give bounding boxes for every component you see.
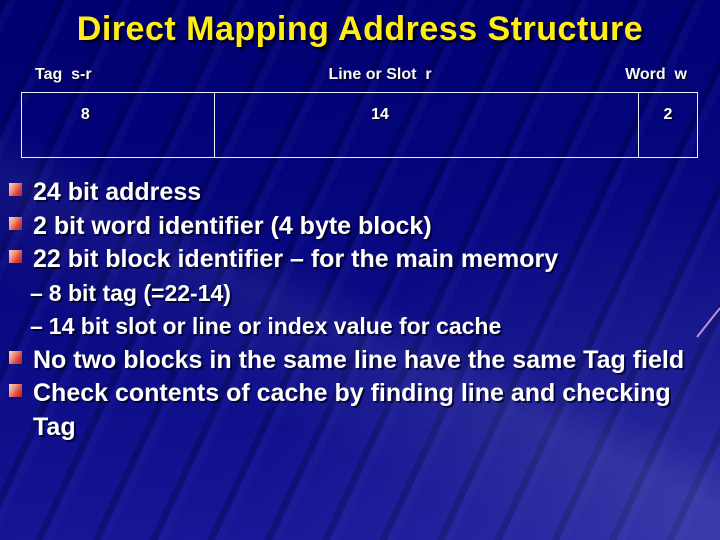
list-item: 24 bit address [0,176,710,210]
sub-list-item: –8 bit tag (=22-14) [0,277,710,311]
tag-field-cell: 8 [22,93,214,157]
dash-marker: – [30,313,43,339]
list-item-text: 24 bit address [33,178,202,206]
line-bits-value: 14 [371,106,389,123]
bullet-square-icon [9,216,22,230]
word-field-label: Word w [625,66,687,83]
line-field-cell: 14 [214,93,638,157]
word-bits-value: 2 [663,106,673,123]
tag-bits-value: 8 [80,106,90,123]
line-field-label: Line or Slot r [328,66,432,83]
word-field-cell: 2 [638,93,697,157]
diagonal-accent-line [696,307,720,338]
list-item: 22 bit block identifier – for the main m… [0,243,710,277]
bullet-square-icon [9,183,22,196]
sub-list-item-text: 14 bit slot or line or index value for c… [48,313,502,339]
list-item: No two blocks in the same line have the … [0,344,710,378]
list-item: Check contents of cache by finding line … [0,377,710,444]
list-item-text: 22 bit block identifier – for the main m… [33,245,559,273]
list-item: 2 bit word identifier (4 byte block) [0,210,710,244]
address-field-labels: Tag s-r Line or Slot r Word w [0,66,720,88]
dash-marker: – [30,279,43,306]
bullet-list: 24 bit address 2 bit word identifier (4 … [0,176,710,444]
bullet-square-icon [9,250,22,263]
sub-list-item-text: 8 bit tag (=22-14) [48,279,231,306]
bullet-square-icon [9,384,22,397]
slide-title: Direct Mapping Address Structure [76,10,644,48]
address-structure-diagram: 8 14 2 [21,92,698,158]
list-item-text: No two blocks in the same line have the … [33,345,685,374]
list-item-text: 2 bit word identifier (4 byte block) [33,211,432,240]
list-item-text: Check contents of cache by finding line … [33,379,671,441]
bullet-square-icon [9,350,22,364]
sub-list-item: –14 bit slot or line or index value for … [0,310,710,344]
tag-field-label: Tag s-r [35,66,92,83]
